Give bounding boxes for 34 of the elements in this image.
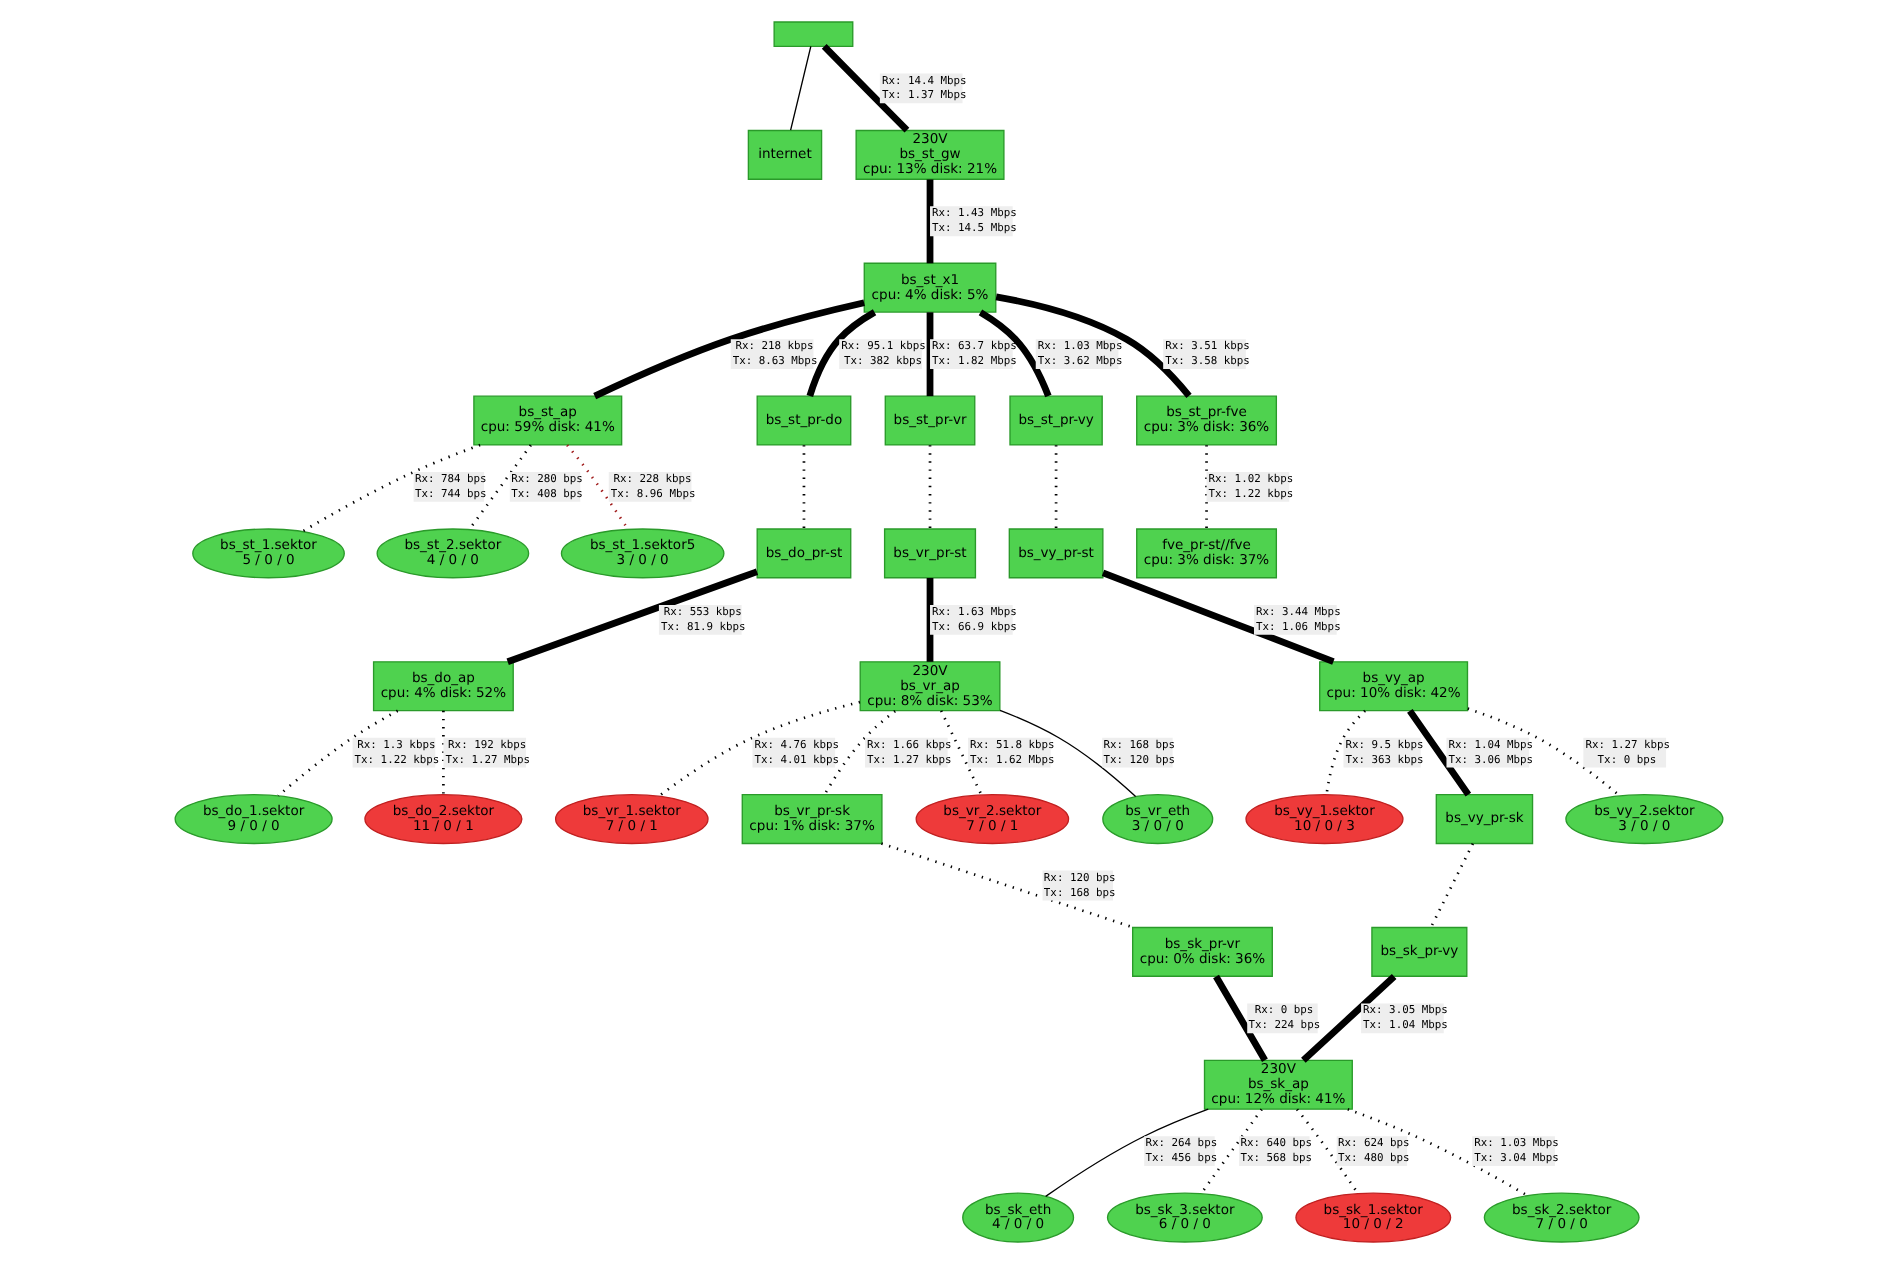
connector (802, 445, 806, 529)
connector (881, 842, 1134, 929)
connector (658, 700, 861, 798)
connector (593, 299, 865, 400)
connector (1054, 445, 1058, 529)
connector (301, 443, 481, 533)
connector (1205, 445, 1208, 529)
connector (1045, 1108, 1209, 1198)
connector (1325, 709, 1366, 795)
connector (1301, 974, 1397, 1063)
connector (806, 309, 877, 397)
connector (926, 312, 934, 397)
connector (823, 710, 896, 796)
connector (1213, 974, 1268, 1063)
connector (995, 293, 1192, 398)
connector (939, 710, 983, 796)
connector (277, 709, 399, 797)
connector (468, 444, 532, 531)
connector (1407, 708, 1472, 797)
connector (1429, 843, 1474, 929)
connector (1467, 707, 1621, 797)
connector (926, 578, 934, 662)
connector (506, 568, 759, 665)
connector (1296, 1108, 1360, 1195)
connector (789, 45, 812, 131)
connector (928, 445, 932, 529)
connector (821, 44, 910, 133)
connector (566, 444, 630, 530)
connector (978, 309, 1052, 398)
node-box (773, 21, 854, 48)
connector (999, 709, 1137, 798)
connector (926, 179, 934, 264)
connector (1347, 1107, 1529, 1197)
connector (1200, 1108, 1263, 1195)
